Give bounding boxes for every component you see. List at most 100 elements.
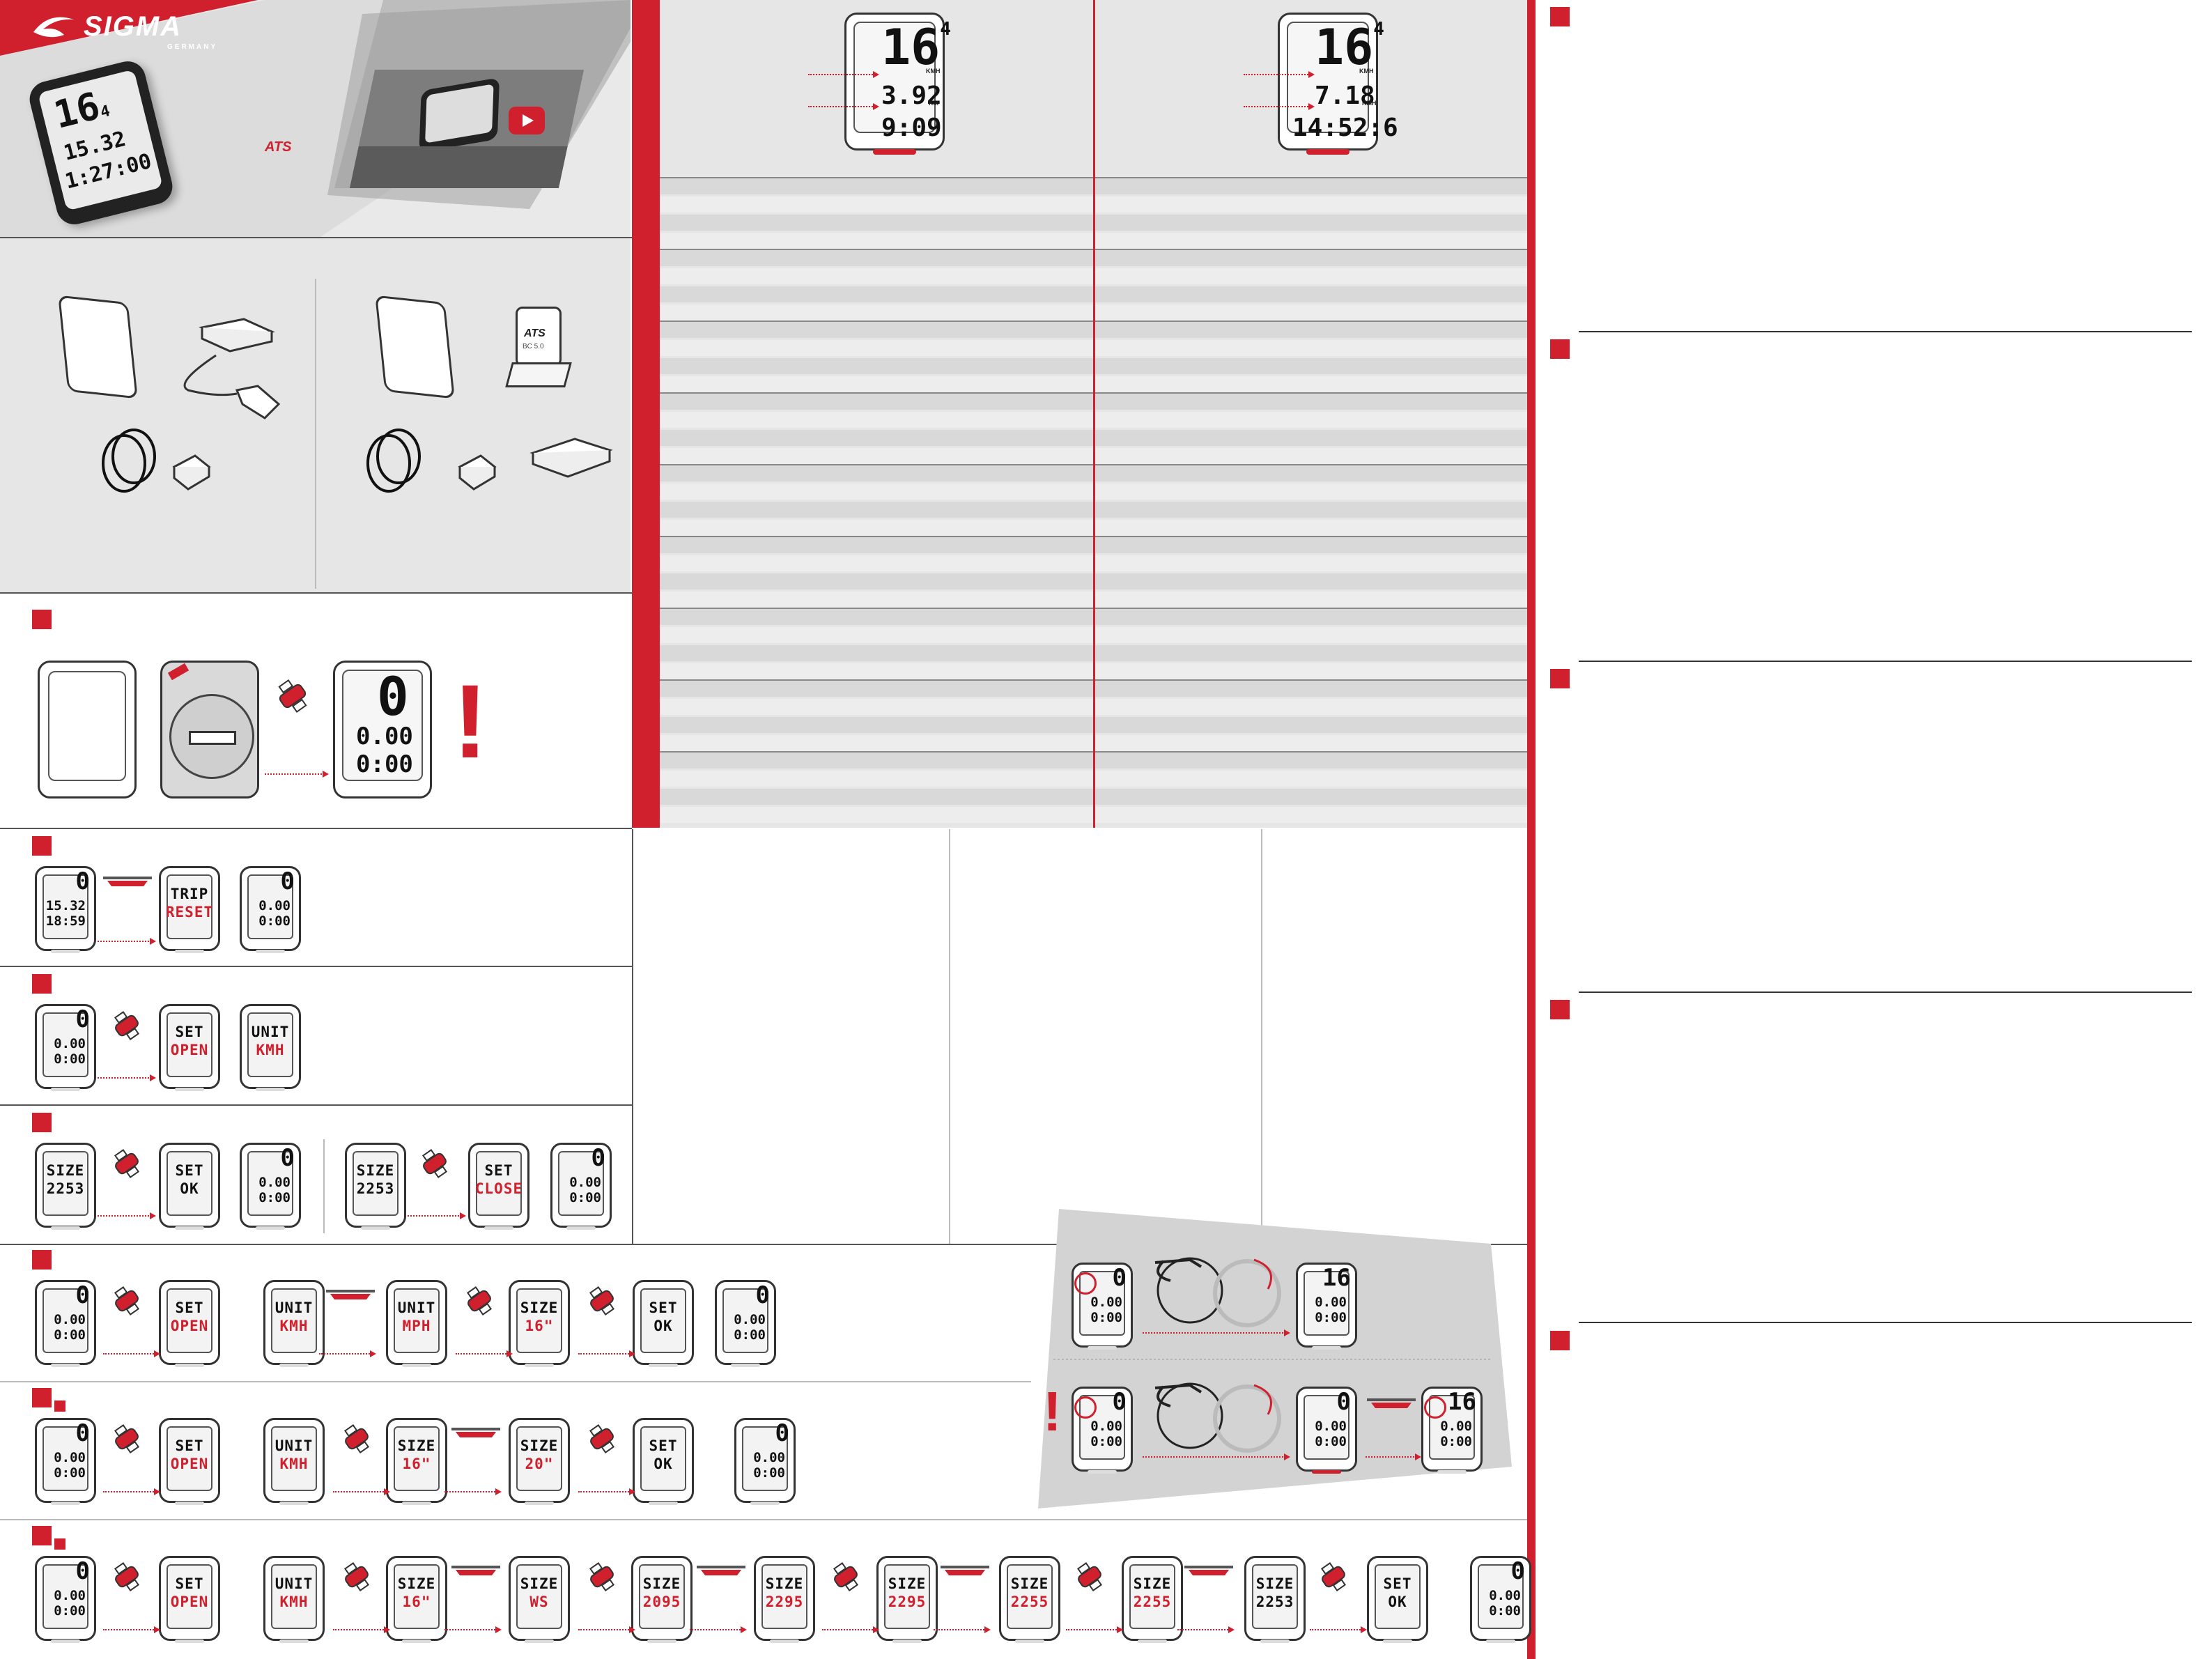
lcd-value: OPEN	[170, 1318, 209, 1334]
lcd-label: SIZE	[520, 1299, 559, 1316]
cable-mount-icon	[183, 318, 281, 419]
step-arrow	[103, 1488, 160, 1495]
spec-row	[632, 250, 1527, 266]
spec-row	[632, 555, 1527, 571]
lcd-label: SIZE	[765, 1575, 804, 1592]
step-arrow	[98, 1074, 156, 1081]
lcd-line-2: 0:00	[54, 1465, 86, 1481]
bike-icon	[1154, 1257, 1281, 1327]
long-press-icon	[326, 1290, 375, 1299]
step-marker	[32, 1250, 52, 1270]
spec-row	[632, 753, 1527, 769]
spec-row	[632, 448, 1527, 464]
spec-leader	[808, 71, 879, 78]
step-arrow	[578, 1488, 635, 1495]
lcd-label: SIZE	[46, 1162, 85, 1179]
accessory-computer-2	[375, 295, 455, 399]
spec-row	[632, 502, 1527, 518]
lcd-label: SIZE	[888, 1575, 927, 1592]
lcd-value: 16"	[402, 1456, 431, 1472]
step-marker	[32, 974, 52, 994]
lcd-label: SET	[649, 1437, 678, 1454]
rule	[1579, 661, 2192, 662]
right-red-bar	[1527, 0, 1536, 1659]
lcd-label: TRIP	[170, 886, 209, 902]
spec-row	[632, 304, 1527, 321]
step-arrow	[444, 1626, 502, 1633]
lcd-line-2: 0:00	[1315, 1434, 1347, 1449]
button-press-icon	[466, 1286, 493, 1315]
step-arrow	[1310, 1626, 1367, 1633]
lcd-value: CLOSE	[474, 1180, 523, 1197]
step-arrow	[578, 1350, 635, 1357]
lcd-label: SET	[649, 1299, 678, 1316]
spec-row	[632, 215, 1527, 231]
lcd-value: OPEN	[170, 1456, 209, 1472]
lcd-line-1: 0.00	[54, 1450, 86, 1465]
o-rings-icon	[102, 429, 156, 493]
video-thumbnail[interactable]	[349, 70, 585, 188]
lcd-label: UNIT	[274, 1299, 314, 1316]
spec-row	[632, 592, 1527, 608]
spec-row	[632, 645, 1527, 661]
lcd-label: UNIT	[397, 1299, 436, 1316]
step-marker	[32, 610, 52, 629]
lcd-label: SET	[175, 1437, 204, 1454]
spec-row	[632, 394, 1527, 410]
step-marker-small	[54, 1400, 65, 1412]
button-press-icon	[343, 1424, 370, 1453]
lcd-device: SET OPEN	[159, 1418, 220, 1505]
play-button[interactable]	[509, 107, 545, 134]
rule	[1579, 331, 2192, 332]
long-press-icon	[103, 877, 152, 886]
device-back	[160, 661, 259, 798]
lcd-label: SIZE	[356, 1162, 395, 1179]
spec-row-divider	[632, 249, 1527, 250]
lcd-value: RESET	[165, 904, 214, 920]
step-arrow	[103, 1626, 160, 1633]
spec-col-divider	[1093, 0, 1095, 828]
button-press-icon	[114, 1562, 140, 1591]
lcd-value: 2255	[1133, 1594, 1172, 1610]
spec-row	[632, 789, 1527, 805]
lcd-line-2: 0:00	[734, 1327, 766, 1343]
lcd-label: SIZE	[520, 1575, 559, 1592]
spec-row	[632, 340, 1527, 356]
step-arrow	[333, 1488, 390, 1495]
lcd-label: SIZE	[1255, 1575, 1294, 1592]
lcd-speed: 0	[1510, 1557, 1525, 1585]
lcd-line-1: 0.00	[1489, 1588, 1521, 1603]
step-marker	[32, 836, 52, 856]
lcd-line-1: 0.00	[258, 1175, 291, 1190]
lcd-label: SIZE	[1010, 1575, 1049, 1592]
long-press-icon	[697, 1566, 745, 1575]
spec-table	[632, 0, 1527, 828]
lcd-value: KMH	[279, 1456, 309, 1472]
step-arrow	[408, 1212, 466, 1219]
step-marker	[32, 1113, 52, 1132]
spec-row	[632, 465, 1527, 481]
lcd-line-1: 0.00	[1315, 1295, 1347, 1310]
spec-row	[632, 233, 1527, 249]
lcd-line-2: 0:00	[569, 1190, 601, 1205]
lcd-value: OK	[653, 1456, 673, 1472]
lcd-speed: 0	[1336, 1388, 1351, 1416]
mount-icon	[529, 438, 613, 478]
spec-row	[632, 573, 1527, 589]
device-blank	[38, 661, 137, 798]
lcd-value: WS	[529, 1594, 549, 1610]
logo-text: SIGMA	[84, 11, 183, 42]
